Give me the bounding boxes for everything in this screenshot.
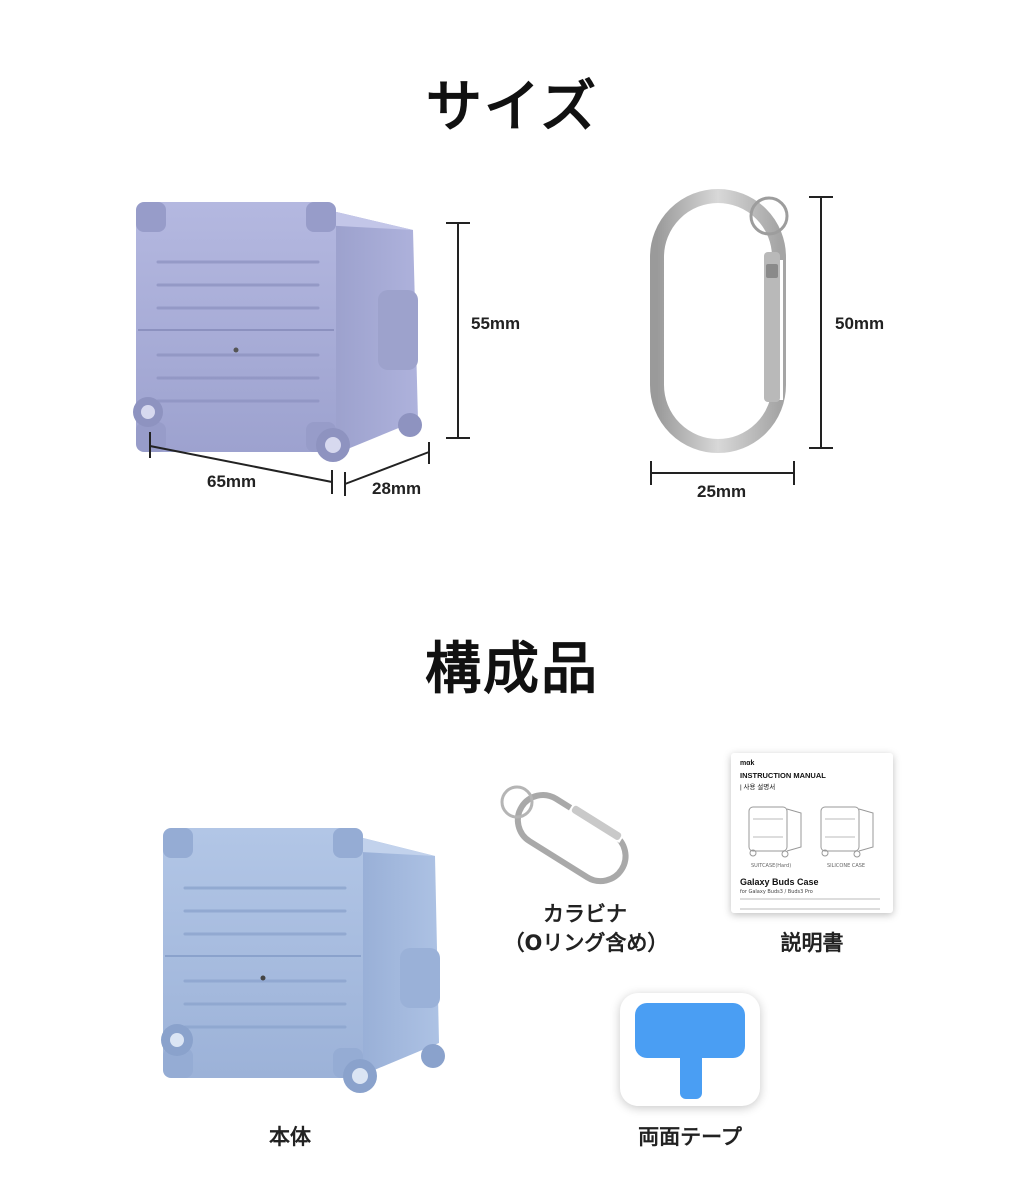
manual-card: mαk INSTRUCTION MANUAL | 사용 설명서 SUITCASE… xyxy=(731,753,893,913)
carabiner-label-line2: （Oリング含め） xyxy=(503,931,669,955)
manual-subheading: | 사용 설명서 xyxy=(740,784,776,791)
manual-label: 説明書 xyxy=(780,931,844,955)
manual-brand: mαk xyxy=(740,760,755,767)
tape-label: 両面テープ xyxy=(638,1125,742,1149)
body-label: 本体 xyxy=(269,1125,311,1149)
carabiner-small-image xyxy=(500,785,629,885)
suitcase-blue-image xyxy=(161,828,445,1093)
suitcase-height-dimension-line xyxy=(446,222,470,439)
carabiner-height-label: 50mm xyxy=(835,314,885,333)
manual-product-title: Galaxy Buds Case xyxy=(740,877,819,887)
tape-card xyxy=(620,993,760,1106)
suitcase-depth-label: 28mm xyxy=(372,479,422,498)
manual-suitcase-sketch-left xyxy=(748,806,802,858)
manual-product-subtitle: for Galaxy Buds3 / Buds3 Pro xyxy=(740,889,813,895)
manual-fine-print xyxy=(740,898,880,910)
carabiner-width-label: 25mm xyxy=(697,482,747,501)
carabiner-height-dimension-line xyxy=(809,196,833,449)
tape-stem-shape xyxy=(680,1053,702,1099)
carabiner-image xyxy=(650,189,789,453)
carabiner-label-line1: カラビナ xyxy=(543,902,627,926)
suitcase-lavender-image xyxy=(133,202,422,462)
suitcase-width-label: 65mm xyxy=(207,472,257,491)
suitcase-depth-dimension-line xyxy=(344,442,430,496)
suitcase-width-dimension-line xyxy=(149,432,333,494)
contents-section-title: 構成品 xyxy=(425,637,599,702)
manual-left-label: SUITCASE(Hard) xyxy=(751,863,792,869)
size-section-title: サイズ xyxy=(425,75,599,140)
manual-right-label: SILICONE CASE xyxy=(827,863,866,869)
tape-top-shape xyxy=(635,1003,745,1058)
manual-heading: INSTRUCTION MANUAL xyxy=(740,771,826,780)
manual-suitcase-sketch-right xyxy=(820,806,874,858)
carabiner-width-dimension-line xyxy=(650,461,795,485)
suitcase-height-label: 55mm xyxy=(471,314,521,333)
